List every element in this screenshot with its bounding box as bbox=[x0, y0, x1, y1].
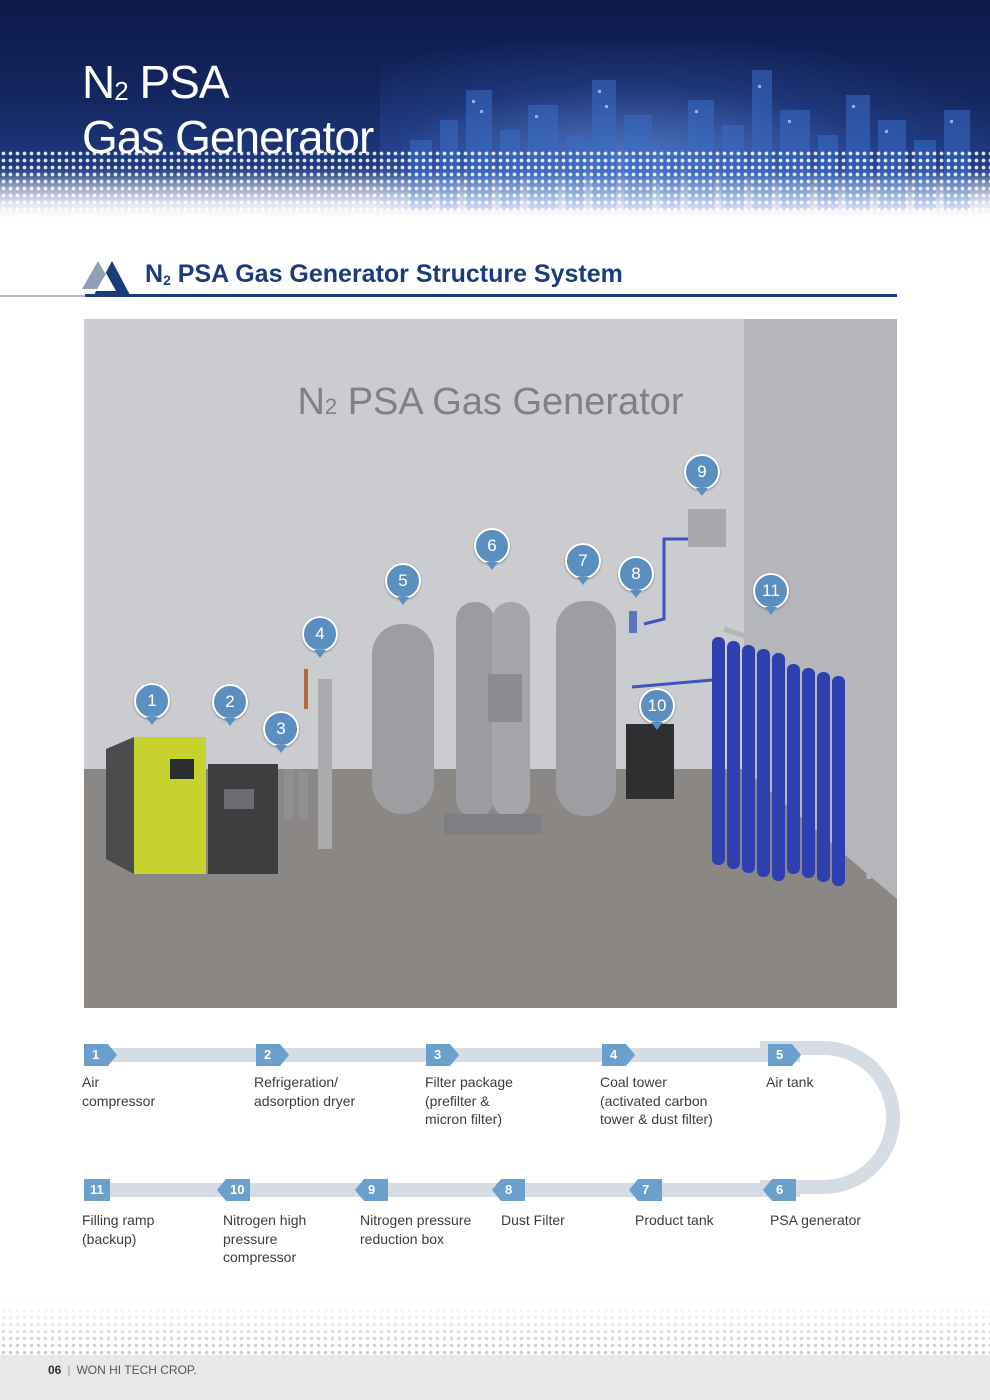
page-title-line2: Gas Generator bbox=[82, 111, 374, 163]
header-banner: N2 PSA Gas Generator bbox=[0, 0, 990, 222]
section-title: N2 PSA Gas Generator Structure System bbox=[145, 260, 623, 289]
equipment-drawing bbox=[84, 319, 897, 1008]
step-badge-3: 3 bbox=[426, 1044, 459, 1066]
step-label-coal-tower: Coal tower (activated carbon tower & dus… bbox=[600, 1074, 713, 1127]
marker-5: 5 bbox=[385, 563, 421, 605]
step-label-product-tank: Product tank bbox=[635, 1212, 714, 1228]
generator-illustration: N2 PSA Gas Generator 1 2 3 4 5 6 7 8 9 1… bbox=[84, 319, 897, 1008]
section-underline bbox=[85, 294, 897, 297]
footer-fade bbox=[0, 1300, 990, 1355]
step-label-high-pressure-compressor: Nitrogen high pressure compressor bbox=[223, 1212, 307, 1265]
marker-10: 10 bbox=[639, 688, 675, 730]
marker-2: 2 bbox=[212, 684, 248, 726]
footer-bar bbox=[0, 1355, 990, 1400]
step-label-dryer: Refrigeration/ adsorption dryer bbox=[254, 1074, 356, 1109]
section-underline-grey bbox=[0, 295, 85, 297]
triangle-logo-icon bbox=[82, 261, 130, 295]
marker-6: 6 bbox=[474, 528, 510, 570]
section-title-text: PSA Gas Generator Structure System bbox=[170, 260, 623, 288]
step-badge-1: 1 bbox=[84, 1044, 117, 1066]
step-badge-10: 10 bbox=[217, 1179, 250, 1201]
marker-11: 11 bbox=[753, 573, 789, 615]
marker-3: 3 bbox=[263, 711, 299, 753]
step-badge-8: 8 bbox=[492, 1179, 525, 1201]
step-label-dust-filter: Dust Filter bbox=[501, 1212, 565, 1228]
marker-1: 1 bbox=[134, 683, 170, 725]
page-title-line1: N2 PSA bbox=[82, 58, 373, 113]
illustration-title: N2 PSA Gas Generator bbox=[84, 381, 897, 424]
step-badge-2: 2 bbox=[256, 1044, 289, 1066]
step-label-air-tank: Air tank bbox=[766, 1074, 814, 1090]
banner-fade bbox=[0, 175, 990, 222]
section-heading: N2 PSA Gas Generator Structure System bbox=[0, 255, 900, 300]
section-title-n: N bbox=[145, 260, 164, 288]
step-badge-5: 5 bbox=[768, 1044, 801, 1066]
marker-8: 8 bbox=[618, 556, 654, 598]
step-badge-6: 6 bbox=[763, 1179, 796, 1201]
flow-track-bottom bbox=[100, 1183, 800, 1197]
marker-7: 7 bbox=[565, 543, 601, 585]
step-label-reduction-box: Nitrogen pressure reduction box bbox=[360, 1212, 472, 1247]
footer-separator: | bbox=[67, 1363, 71, 1377]
step-label-filter-package: Filter package (prefilter & micron filte… bbox=[425, 1074, 513, 1127]
step-label-filling-ramp: Filling ramp (backup) bbox=[82, 1212, 155, 1247]
illustration-title-subscript: 2 bbox=[324, 394, 338, 419]
step-badge-11: 11 bbox=[84, 1179, 110, 1201]
footer: 06 | WON HI TECH CROP. bbox=[48, 1363, 197, 1377]
marker-4: 4 bbox=[302, 616, 338, 658]
illustration-title-text: PSA Gas Generator bbox=[337, 381, 684, 423]
step-label-psa-generator: PSA generator bbox=[770, 1212, 862, 1228]
marker-9: 9 bbox=[684, 454, 720, 496]
step-label-air-compressor: Air compressor bbox=[82, 1074, 156, 1109]
page-number: 06 bbox=[48, 1363, 62, 1377]
company-name: WON HI TECH CROP. bbox=[76, 1363, 197, 1377]
step-badge-4: 4 bbox=[602, 1044, 635, 1066]
section-title-subscript: 2 bbox=[163, 272, 171, 288]
step-badge-9: 9 bbox=[355, 1179, 388, 1201]
title-n: N bbox=[82, 56, 115, 108]
step-badge-7: 7 bbox=[629, 1179, 662, 1201]
illustration-title-n: N bbox=[297, 381, 325, 423]
title-psa: PSA bbox=[127, 56, 229, 108]
title-subscript: 2 bbox=[114, 76, 129, 106]
page-title: N2 PSA Gas Generator bbox=[82, 58, 374, 163]
